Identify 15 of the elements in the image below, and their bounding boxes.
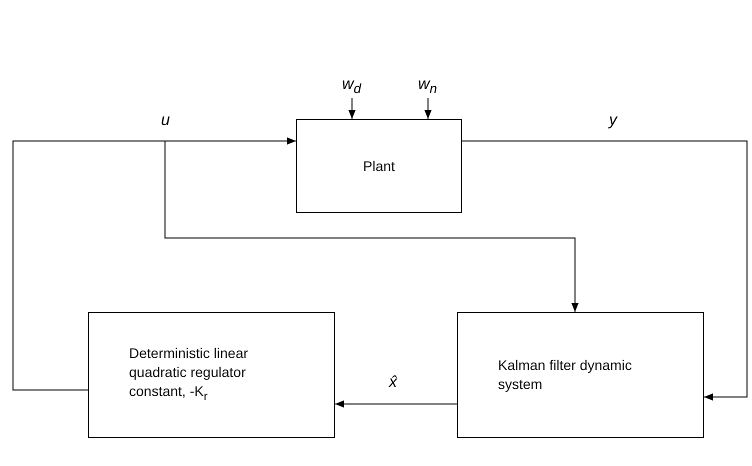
block-label: Deterministic linear quadratic regulator constant, -K$_{r}$	[129, 344, 250, 405]
block-label: Plant	[363, 156, 395, 176]
arrow	[164, 140, 579, 312]
block-label: Kalman filter dynamic system	[498, 356, 633, 394]
input-symbol: w$_{n}$	[418, 76, 437, 96]
arrow	[348, 98, 356, 120]
filter-box	[457, 312, 704, 438]
plant-box	[296, 119, 462, 213]
arrow	[462, 140, 748, 401]
input-symbol: w$_{d}$	[342, 76, 361, 96]
regulator-box	[88, 312, 335, 438]
connector-line	[12, 140, 166, 390]
arrow	[334, 400, 458, 408]
arrow	[164, 137, 296, 145]
arrow	[424, 98, 432, 120]
